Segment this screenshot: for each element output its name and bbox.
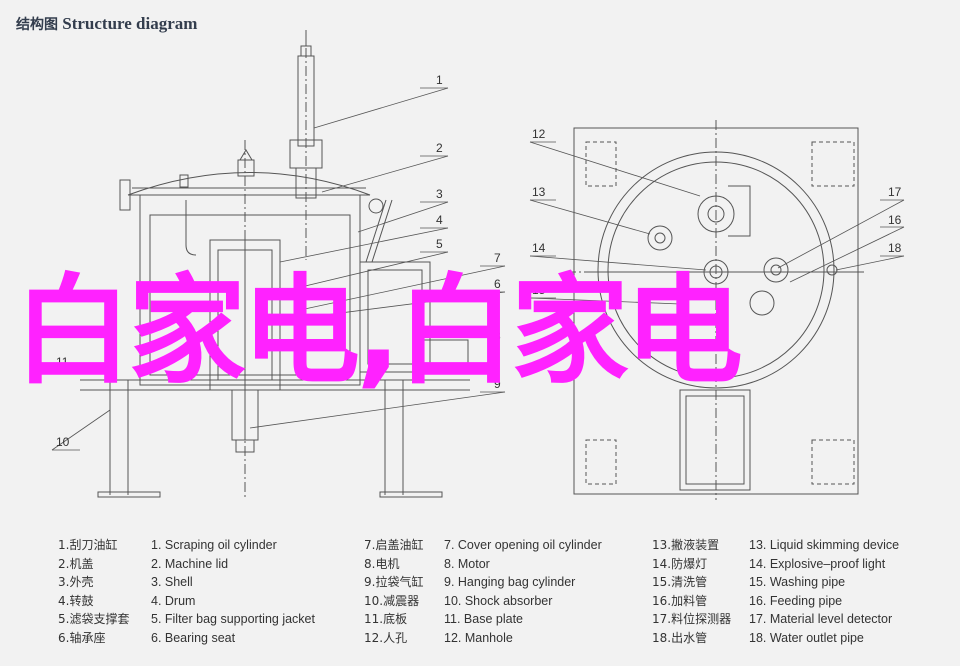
- legend-column-2: 7.启盖油缸 7. Cover opening oil cylinder 8.电机…: [364, 536, 602, 648]
- legend-en: 14. Explosive–proof light: [749, 556, 886, 571]
- legend-en: 7. Cover opening oil cylinder: [444, 538, 602, 552]
- legend-cn: 5.滤袋支撑套: [58, 612, 130, 627]
- title-en: Structure diagram: [62, 14, 198, 33]
- callout-numbers: 1 2 3 4 5 7 6 8 9 10 11 12 13 14 15 16 1…: [56, 73, 902, 449]
- legend-cn: 2.机盖: [58, 556, 94, 571]
- legend-item: 9.拉袋气缸 9. Hanging bag cylinder: [364, 573, 602, 592]
- callout-15: 15: [532, 283, 546, 297]
- legend-item: 14.防爆灯 14. Explosive–proof light: [652, 555, 899, 574]
- legend-item: 2.机盖 2. Machine lid: [58, 555, 315, 574]
- callout-4: 4: [436, 213, 443, 227]
- callout-10: 10: [56, 435, 70, 449]
- legend-cn: 12.人孔: [364, 630, 408, 645]
- legend-en: 2. Machine lid: [151, 556, 229, 571]
- legend-item: 11.底板 11. Base plate: [364, 610, 602, 629]
- legend-item: 7.启盖油缸 7. Cover opening oil cylinder: [364, 536, 602, 555]
- legend-en: 12. Manhole: [444, 630, 513, 645]
- elevation-view: [80, 30, 470, 500]
- legend-item: 18.出水管 18. Water outlet pipe: [652, 629, 899, 648]
- legend-item: 15.清洗管 15. Washing pipe: [652, 573, 899, 592]
- callout-12: 12: [532, 127, 546, 141]
- title-cn: 结构图: [16, 17, 58, 33]
- legend-item: 13.撇液装置 13. Liquid skimming device: [652, 536, 899, 555]
- structure-diagram: 1 2 3 4 5 7 6 8 9 10 11 12 13 14 15 16 1…: [51, 30, 905, 500]
- legend-en: 9. Hanging bag cylinder: [444, 575, 576, 590]
- legend-en: 17. Material level detector: [749, 612, 893, 627]
- callout-5: 5: [436, 237, 443, 251]
- legend-column-1: 1.刮刀油缸 1. Scraping oil cylinder 2.机盖 2. Ma…: [58, 536, 315, 648]
- callout-13: 13: [532, 185, 546, 199]
- legend-en: 4. Drum: [151, 593, 196, 608]
- page-title: 结构图 Structure diagram: [16, 14, 197, 34]
- callout-7: 7: [494, 251, 501, 265]
- legend-cn: 10.减震器: [364, 593, 420, 608]
- callout-11: 11: [56, 355, 69, 369]
- legend-en: 8. Motor: [444, 556, 490, 571]
- legend-cn: 13.撇液装置: [652, 538, 720, 552]
- legend-item: 16.加料管 16. Feeding pipe: [652, 592, 899, 611]
- callout-3: 3: [436, 187, 443, 201]
- legend-en: 1. Scraping oil cylinder: [151, 538, 277, 552]
- legend-cn: 1.刮刀油缸: [58, 538, 118, 552]
- legend-cn: 14.防爆灯: [652, 556, 708, 571]
- legend-en: 15. Washing pipe: [749, 575, 846, 590]
- legend-item: 6.轴承座 6. Bearing seat: [58, 629, 315, 648]
- legend-cn: 15.清洗管: [652, 575, 708, 590]
- legend-cn: 18.出水管: [652, 630, 708, 645]
- callout-18: 18: [888, 241, 902, 255]
- legend-cn: 11.底板: [364, 612, 408, 627]
- legend-cn: 7.启盖油缸: [364, 538, 424, 552]
- callout-14: 14: [532, 241, 546, 255]
- legend-item: 5.滤袋支撑套 5. Filter bag supporting jacket: [58, 610, 315, 629]
- legend-cn: 9.拉袋气缸: [364, 575, 424, 590]
- legend-en: 13. Liquid skimming device: [749, 538, 900, 552]
- legend-item: 1.刮刀油缸 1. Scraping oil cylinder: [58, 536, 315, 555]
- legend-en: 16. Feeding pipe: [749, 593, 843, 608]
- callout-2: 2: [436, 141, 443, 155]
- legend-en: 3. Shell: [151, 575, 193, 590]
- legend-cn: 16.加料管: [652, 593, 708, 608]
- callout-9: 9: [494, 377, 501, 391]
- watermark-text: 白家电,白家电: [14, 262, 743, 400]
- legend-en: 11. Base plate: [444, 612, 523, 627]
- legend-item: 4.转鼓 4. Drum: [58, 592, 315, 611]
- plan-view: [566, 120, 866, 500]
- legend-cn: 3.外壳: [58, 575, 94, 590]
- legend-column-3: 13.撇液装置 13. Liquid skimming device 14.防爆灯…: [652, 536, 899, 648]
- legend-en: 18. Water outlet pipe: [749, 630, 864, 645]
- legend-item: 10.减震器 10. Shock absorber: [364, 592, 602, 611]
- legend-item: 17.料位探测器 17. Material level detector: [652, 610, 899, 629]
- legend-en: 10. Shock absorber: [444, 593, 553, 608]
- legend-en: 5. Filter bag supporting jacket: [151, 612, 315, 627]
- legend-cn: 17.料位探测器: [652, 612, 732, 627]
- leader-lines: [51, 87, 905, 451]
- callout-8: 8: [494, 329, 501, 343]
- callout-1: 1: [436, 73, 443, 87]
- callout-17: 17: [888, 185, 902, 199]
- legend-item: 12.人孔 12. Manhole: [364, 629, 602, 648]
- legend-cn: 6.轴承座: [58, 630, 106, 645]
- legend-item: 8.电机 8. Motor: [364, 555, 602, 574]
- callout-6: 6: [494, 277, 501, 291]
- legend-cn: 8.电机: [364, 556, 400, 571]
- legend-en: 6. Bearing seat: [151, 630, 236, 645]
- callout-16: 16: [888, 213, 902, 227]
- legend-item: 3.外壳 3. Shell: [58, 573, 315, 592]
- legend-cn: 4.转鼓: [58, 593, 94, 608]
